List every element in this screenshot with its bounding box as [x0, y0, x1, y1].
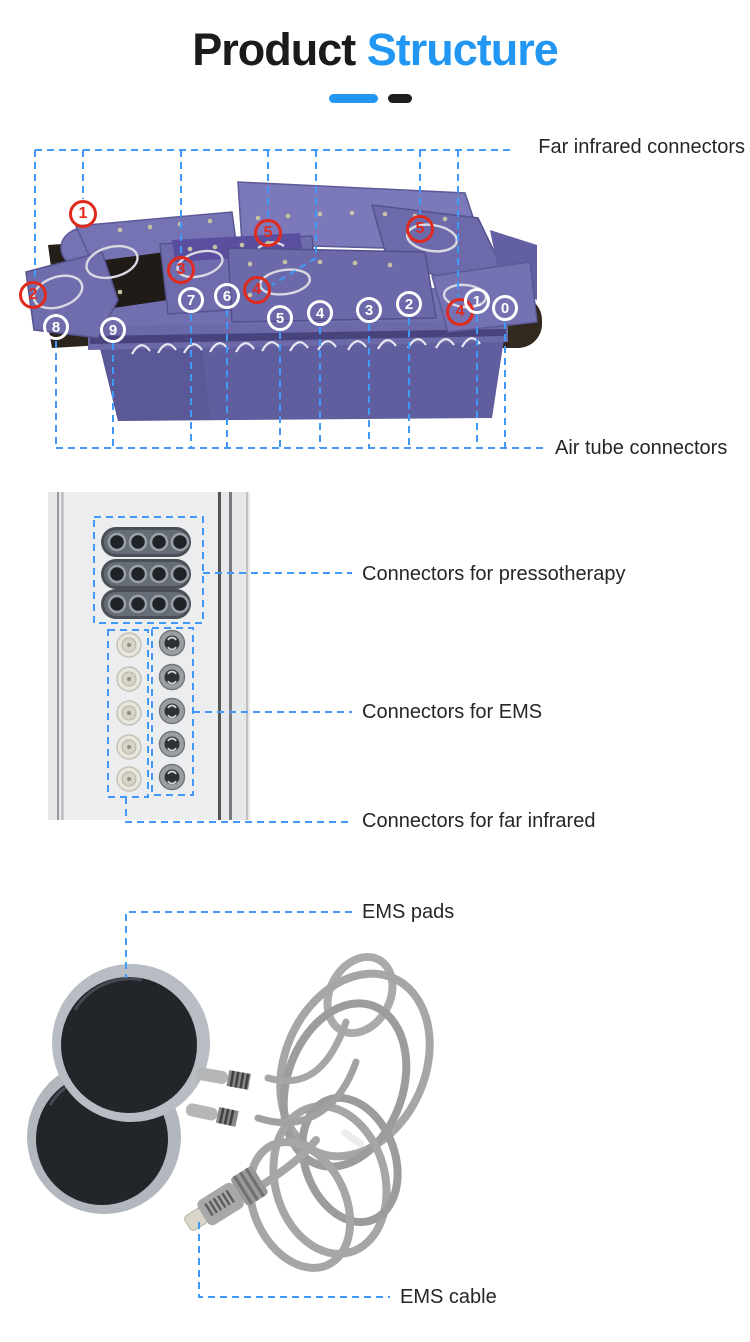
page-title: Product Structure [0, 24, 750, 76]
bed-marker-white-9: 9 [100, 317, 126, 343]
bed-marker-red-3: 3 [167, 256, 195, 284]
bed-marker-white-3: 3 [356, 297, 382, 323]
ems-connectors-label: Connectors for EMS [362, 701, 543, 723]
bed-marker-red-1: 1 [69, 200, 97, 228]
page-title-black: Product [192, 24, 356, 75]
air-tube-connectors-label: Air tube connectors [555, 437, 728, 459]
pressotherapy-connectors-label: Connectors for pressotherapy [362, 563, 626, 585]
bed-marker-white-1: 1 [464, 288, 490, 314]
ems-pads-label: EMS pads [362, 901, 455, 923]
bed-marker-white-6: 6 [214, 283, 240, 309]
bed-marker-white-2: 2 [396, 291, 422, 317]
far-infrared-panel-label: Connectors for far infrared [362, 810, 596, 832]
title-divider-black [388, 94, 412, 103]
bed-marker-white-4: 4 [307, 300, 333, 326]
title-divider-blue [329, 94, 378, 103]
page-title-blue: Structure [366, 24, 559, 75]
bed-marker-red-2: 2 [19, 281, 47, 309]
bed-marker-white-0: 0 [492, 295, 518, 321]
bed-marker-white-7: 7 [178, 287, 204, 313]
bed-marker-white-5: 5 [267, 305, 293, 331]
bed-marker-red-4a: 4 [243, 276, 271, 304]
far-infrared-connectors-label: Far infrared connectors [538, 136, 745, 158]
ems-pads-photo [27, 952, 434, 1272]
bed-marker-red-5a: 5 [254, 219, 282, 247]
bed-marker-white-8: 8 [43, 314, 69, 340]
ems-cable-label: EMS cable [400, 1286, 497, 1308]
bed-marker-red-5b: 5 [406, 215, 434, 243]
